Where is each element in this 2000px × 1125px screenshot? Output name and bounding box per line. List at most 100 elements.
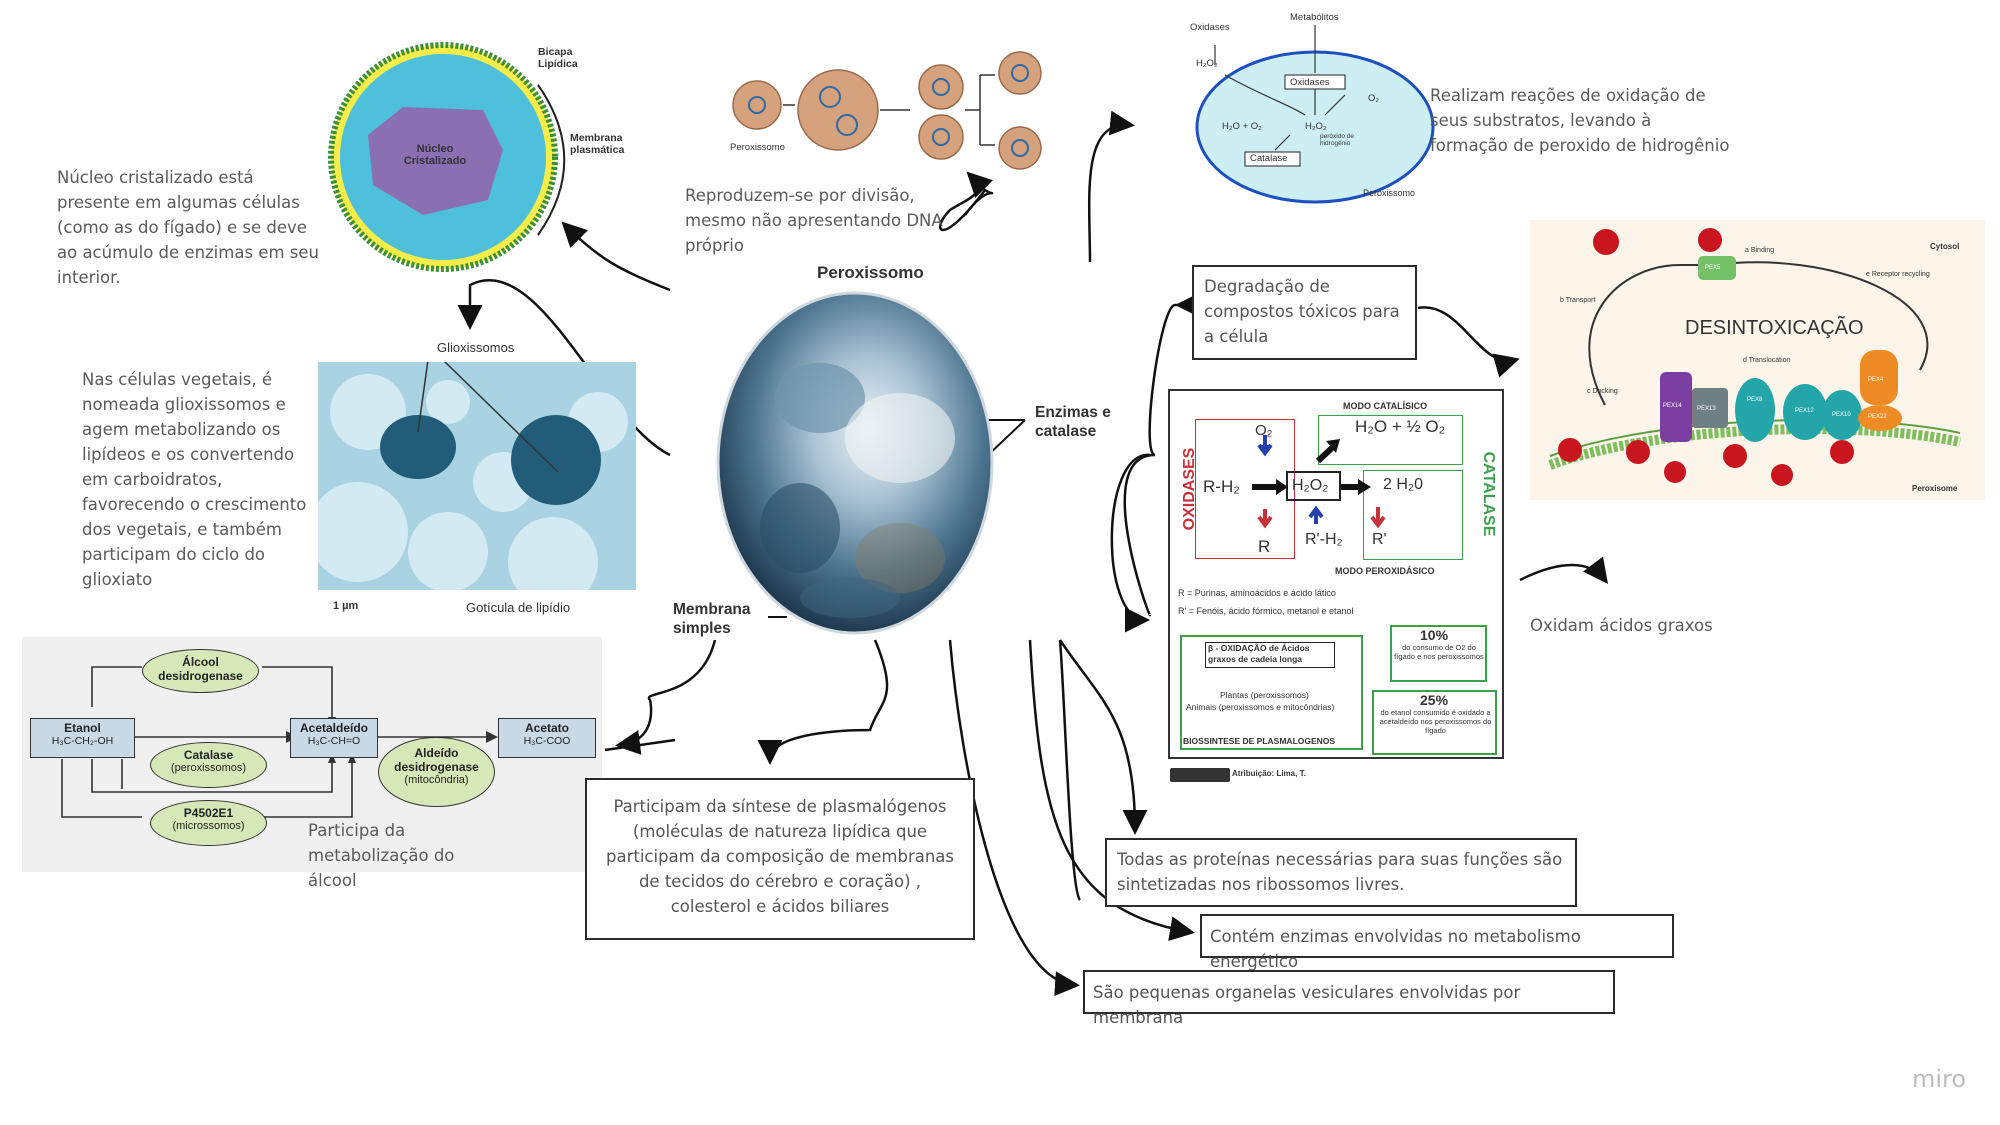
pct25-box: [1372, 690, 1497, 755]
degradacao-text: Degradação de compostos tóxicos para a c…: [1204, 277, 1400, 346]
division-peroxissomo-label: Peroxissomo: [730, 142, 785, 153]
enzimas-energetico-text: Contém enzimas envolvidas no metabolismo…: [1210, 927, 1581, 971]
plantas-text: Plantas (peroxissomos): [1220, 690, 1309, 700]
modo-o2-label: O₂: [1255, 422, 1273, 439]
modo-catalitico-label: MODO CATALÍSICO: [1343, 401, 1428, 411]
legend-r: R = Purinas, aminoácidos e ácido lático: [1178, 588, 1336, 598]
goticula-label: Gotícula de lipídio: [466, 600, 571, 615]
membrana-plasmatica-label: Membrana plasmática: [570, 132, 625, 156]
p450-oval: P4502E1 (microssomos): [150, 800, 267, 846]
h2o2-left-label: H₂O₂: [1196, 58, 1218, 69]
catalase-oval: Catalase (peroxissomos): [150, 742, 267, 788]
o2-label: O₂: [1368, 93, 1380, 104]
peroxisome-label: Peroxisome: [1912, 484, 1958, 493]
plasmalogenos-text: Participam da síntese de plasmalógenos (…: [605, 797, 955, 916]
oxidases-vertical-label: OXIDASES: [1181, 447, 1198, 531]
h2o-o2-label: H₂O + O₂: [1222, 121, 1262, 132]
nucleo-label: Núcleo Cristalizado: [403, 143, 467, 167]
note-alcool: Participa da metabolização do álcool: [308, 821, 455, 890]
binding-label: a Binding: [1745, 247, 1775, 254]
beta-ox-box: [1180, 635, 1363, 750]
h2o2-box: [1286, 471, 1341, 501]
alcool-desidrogenase-text: Álcool desidrogenase: [158, 655, 243, 683]
proteinas-box: Todas as proteínas necessárias para suas…: [1105, 838, 1577, 907]
acetato-label: Acetato: [524, 721, 569, 735]
miro-watermark: miro: [1912, 1065, 1967, 1093]
note-reproduzem: Reproduzem-se por divisão, mesmo não apr…: [685, 186, 943, 255]
etanol-label: Etanol: [64, 721, 101, 735]
h2o2-mid-label: H₂O₂: [1305, 121, 1327, 132]
pex13-label: PEX13: [1697, 406, 1716, 412]
organelas-box: São pequenas organelas vesiculares envol…: [1083, 970, 1615, 1027]
etanol-formula: H₃C-CH₂-OH: [51, 735, 114, 747]
cytosol-label: Cytosol: [1930, 242, 1960, 251]
beta-ox-text: β - OXIDAÇÃO de Ácidos graxos de cadeia …: [1208, 643, 1310, 664]
micrograph-figure: [318, 362, 636, 590]
enzimas-label: Enzimas e catalase: [1035, 404, 1111, 440]
catalytic-box-frame: [1318, 415, 1463, 465]
translocation-label: d Translocation: [1743, 357, 1791, 364]
modo-rprime-label: R': [1372, 531, 1387, 548]
h2o-half-o2-label: H₂O + ½ O₂: [1355, 417, 1446, 436]
etanol-box: Etanol H₃C-CH₂-OH: [30, 718, 135, 758]
modo-2h2o-label: 2 H₂0: [1383, 476, 1424, 493]
pex5-label: PEX5: [1705, 265, 1721, 271]
attribution-text: Atribuição: Lima, T.: [1232, 769, 1306, 778]
p450-sub: (microssomos): [172, 820, 245, 832]
pct25-desc: do etanol consumido é oxidado a acetalde…: [1379, 708, 1492, 735]
peroxisome-image: [716, 291, 994, 635]
acetato-formula: H₃C-COO: [523, 735, 571, 747]
degradacao-box: Degradação de compostos tóxicos para a c…: [1192, 265, 1417, 360]
metabolitos-label: Metabólitos: [1290, 12, 1339, 23]
recycling-label: e Receptor recycling: [1866, 271, 1930, 278]
modo-h2o2-label: H₂O₂: [1292, 477, 1329, 494]
pex10-label: PEX10: [1832, 412, 1851, 418]
note-nucleo: Núcleo cristalizado está presente em alg…: [57, 168, 319, 287]
nucleus-figure: [328, 42, 566, 272]
catalase-text: Catalase: [183, 748, 234, 762]
perox-hidrogenio-label: peróxido de hidrogênio: [1320, 133, 1354, 147]
pct25-value: 25%: [1420, 692, 1449, 708]
catalase-sub: (peroxissomos): [170, 762, 247, 774]
pex12-label: PEX12: [1795, 408, 1814, 414]
note-acidos-graxos: Oxidam ácidos graxos: [1530, 616, 1713, 635]
modo-rh2-label: R-H₂: [1203, 477, 1240, 496]
docking-label: c Docking: [1587, 388, 1618, 395]
pct10-box: [1390, 625, 1487, 682]
proteinas-text: Todas as proteínas necessárias para suas…: [1117, 850, 1563, 894]
plasmalogenos-box: Participam da síntese de plasmalógenos (…: [585, 778, 975, 940]
acetato-box: Acetato H₃C-COO: [498, 718, 596, 758]
biossintese-text: BIOSSINTESE DE PLASMALOGENOS: [1183, 736, 1336, 746]
modo-r-label: R: [1258, 537, 1271, 556]
note-oxidacao: Realizam reações de oxidação de seus sub…: [1430, 86, 1730, 155]
pex14-label: PEX14: [1663, 403, 1682, 409]
transport-label: b Transport: [1560, 297, 1596, 304]
oxidase-figure: [1195, 25, 1435, 204]
glioxissomos-label: Glioxissomos: [437, 340, 515, 355]
oxidases-top-label: Oxidases: [1190, 22, 1230, 33]
oxidases-box-label: Oxidases: [1290, 77, 1330, 88]
pct10-value: 10%: [1420, 627, 1449, 643]
pex8-label: PEX8: [1747, 397, 1763, 403]
detox-figure: [1530, 220, 1985, 500]
division-figure: [732, 51, 1042, 170]
animais-text: Animais (peroxissomos e mitocôndrias): [1186, 702, 1335, 712]
micrograph-scale: 1 µm: [333, 600, 359, 612]
beta-ox-inner: [1205, 642, 1335, 668]
organelas-text: São pequenas organelas vesiculares envol…: [1093, 983, 1521, 1027]
legend-rprime: R' = Fenóis, ácido fórmico, metanol e et…: [1178, 606, 1354, 616]
modo-arrows: [1252, 435, 1386, 529]
detox-title: DESINTOXICAÇÃO: [1685, 317, 1864, 339]
acetaldeido-box: Acetaldeído H₃C-CH=O: [290, 718, 378, 758]
acetaldeido-formula: H₃C-CH=O: [307, 735, 361, 747]
aldeido-desidrogenase-text: Aldeído desidrogenase: [394, 746, 479, 774]
pex4-label: PEX4: [1868, 377, 1884, 383]
alcool-desidrogenase-oval: Álcool desidrogenase: [142, 649, 259, 693]
aldeido-desidrogenase-oval: Aldeído desidrogenase (mitocôndria): [378, 737, 495, 807]
peroxidasic-box-frame: [1363, 470, 1463, 560]
membrana-label: Membrana simples: [673, 601, 751, 637]
note-glioxissomos: Nas células vegetais, é nomeada glioxiss…: [82, 370, 307, 589]
cc-icon: [1170, 768, 1230, 782]
pex22-label: PEX22: [1868, 414, 1887, 420]
alcohol-lines: [61, 666, 498, 818]
